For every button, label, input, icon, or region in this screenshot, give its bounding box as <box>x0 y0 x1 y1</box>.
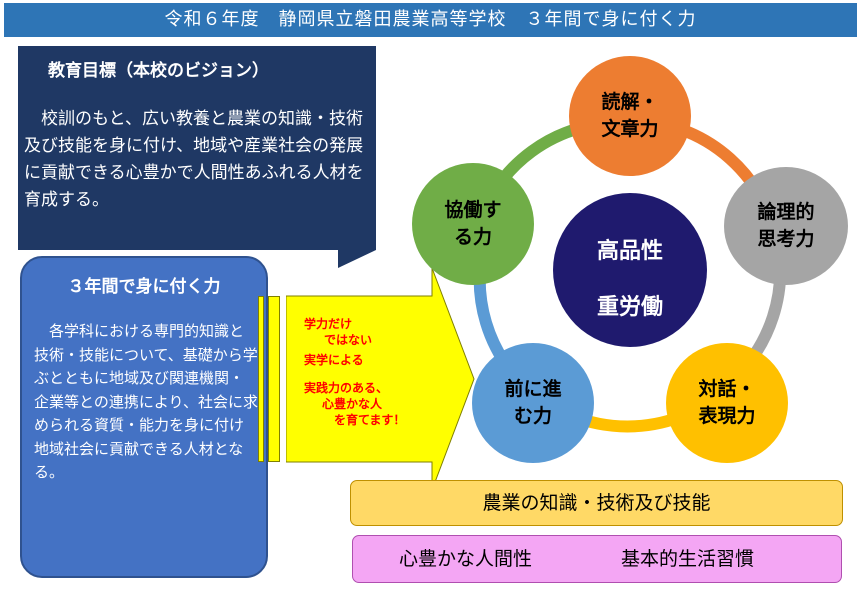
arrow-line-4: 実践力のある、 <box>304 381 389 395</box>
skills-title: ３年間で身に付く力 <box>67 277 221 297</box>
education-goal-box: 教育目標（本校のビジョン） 校訓のもと、広い教養と農業の知識・技術及び技能を身に… <box>18 46 376 250</box>
page-header: 令和６年度 静岡県立磐田農業高等学校 ３年間で身に付く力 <box>4 3 857 37</box>
node-logic: 論理的 思考力 <box>724 167 848 285</box>
arrow-bar-1 <box>258 296 264 462</box>
heart-bar-left: 心豊かな人間性 <box>399 548 533 570</box>
arrow-line-6: を育てます！ <box>334 413 406 427</box>
center-line-2: 重労働 <box>596 295 663 320</box>
node-forward-line-2: む力 <box>513 405 552 427</box>
node-cooperate-line-2: る力 <box>453 226 492 248</box>
arrow-message: 学力だけ ではない 実学による 実践力のある、 心豊かな人 を育てます！ <box>300 316 440 428</box>
node-dialogue: 対話・ 表現力 <box>666 343 788 463</box>
arrow-line-5: 心豊かな人 <box>322 397 383 411</box>
education-goal-title: 教育目標（本校のビジョン） <box>48 61 269 81</box>
arrow-line-3: 実学による <box>304 353 364 367</box>
node-reading-line-1: 読解・ <box>601 91 659 113</box>
arrow-bar-2 <box>268 296 280 462</box>
skills-text: 各学科における専門的知識と技術・技能について、基礎から学ぶとともに地域及び関連機… <box>34 322 258 481</box>
goal-callout-pointer <box>338 250 376 268</box>
node-forward-line-1: 前に進 <box>504 378 562 400</box>
skills-box: ３年間で身に付く力 各学科における専門的知識と技術・技能について、基礎から学ぶと… <box>20 256 268 578</box>
node-reading: 読解・ 文章力 <box>569 56 691 176</box>
node-logic-line-2: 思考力 <box>757 228 815 250</box>
arrow-line-1: 学力だけ <box>304 317 353 331</box>
node-logic-line-1: 論理的 <box>757 201 815 223</box>
heart-bar-right: 基本的生活習慣 <box>621 548 755 570</box>
center-circle: 高品性 重労働 <box>553 193 707 347</box>
knowledge-bar: 農業の知識・技術及び技能 <box>350 480 843 526</box>
node-cooperate-line-1: 協働す <box>444 199 502 221</box>
node-forward: 前に進 む力 <box>472 343 594 463</box>
education-goal-text: 校訓のもと、広い教養と農業の知識・技術及び技能を身に付け、地域や産業社会の発展に… <box>24 109 364 210</box>
node-cooperate: 協働す る力 <box>412 163 534 285</box>
node-reading-line-2: 文章力 <box>601 118 659 140</box>
node-dialogue-line-2: 表現力 <box>698 405 756 427</box>
heart-bar: 心豊かな人間性 基本的生活習慣 <box>352 535 842 583</box>
center-line-1: 高品性 <box>596 239 663 264</box>
big-right-arrow <box>286 268 475 490</box>
arrow-line-2: ではない <box>324 333 373 347</box>
node-dialogue-line-1: 対話・ <box>698 378 756 400</box>
